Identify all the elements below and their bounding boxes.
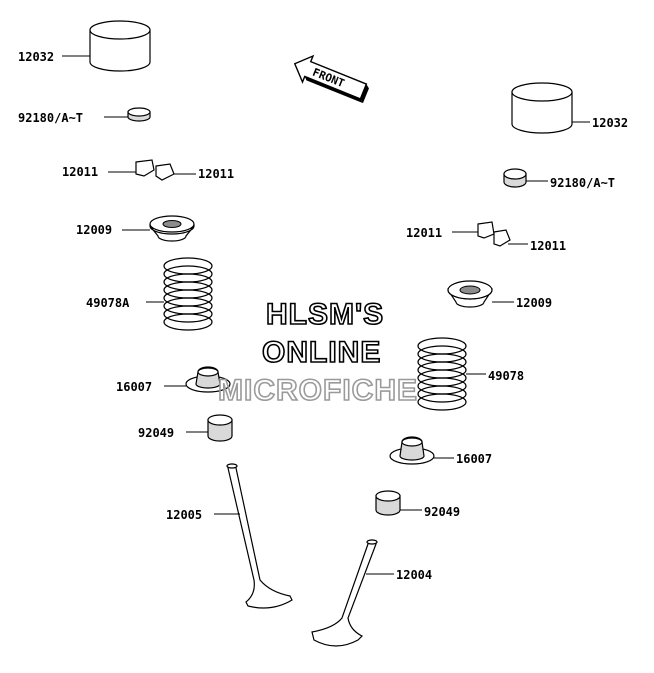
label-spring-right: 49078: [488, 369, 524, 383]
shim-right[interactable]: [503, 168, 548, 188]
label-spring-left: 49078A: [86, 296, 130, 310]
retainer-right[interactable]: [447, 280, 514, 308]
label-keeper-right-a: 12011: [406, 226, 442, 240]
label-shim-left: 92180/A~T: [18, 111, 83, 125]
label-seal-right: 92049: [424, 505, 460, 519]
svg-text:HLSM'S: HLSM'S: [266, 298, 384, 331]
front-arrow-icon: FRONT: [293, 54, 369, 104]
valve-intake[interactable]: [311, 539, 394, 647]
spring-left[interactable]: [146, 257, 213, 331]
label-tappet-right: 12032: [592, 116, 628, 130]
label-shim-right: 92180/A~T: [550, 176, 615, 190]
label-spring-seat-right: 16007: [456, 452, 492, 466]
keepers-right[interactable]: [452, 221, 528, 247]
spring-seat-right[interactable]: [389, 436, 454, 465]
spring-seat-left[interactable]: [164, 366, 231, 393]
label-valve-intake: 12004: [396, 568, 432, 582]
label-seal-left: 92049: [138, 426, 174, 440]
seal-left[interactable]: [186, 414, 233, 442]
label-retainer-left: 12009: [76, 223, 112, 237]
label-retainer-right: 12009: [516, 296, 552, 310]
watermark: HLSM'S ONLINE MICROFICHE: [217, 297, 418, 408]
label-valve-exhaust: 12005: [166, 508, 202, 522]
shim-left[interactable]: [104, 107, 151, 122]
spring-right[interactable]: [417, 337, 486, 411]
svg-text:MICROFICHE: MICROFICHE: [218, 374, 418, 407]
label-spring-seat-left: 16007: [116, 380, 152, 394]
svg-text:ONLINE: ONLINE: [262, 336, 381, 369]
valve-exhaust[interactable]: [214, 463, 293, 609]
tappet-left[interactable]: [62, 20, 151, 72]
retainer-left[interactable]: [122, 215, 195, 242]
keepers-left[interactable]: [108, 159, 196, 181]
seal-right[interactable]: [375, 490, 422, 516]
label-keeper-left-a: 12011: [62, 165, 98, 179]
label-tappet-left: 12032: [18, 50, 54, 64]
label-keeper-left-b: 12011: [198, 167, 234, 181]
label-keeper-right-b: 12011: [530, 239, 566, 253]
tappet-right[interactable]: [511, 82, 590, 134]
